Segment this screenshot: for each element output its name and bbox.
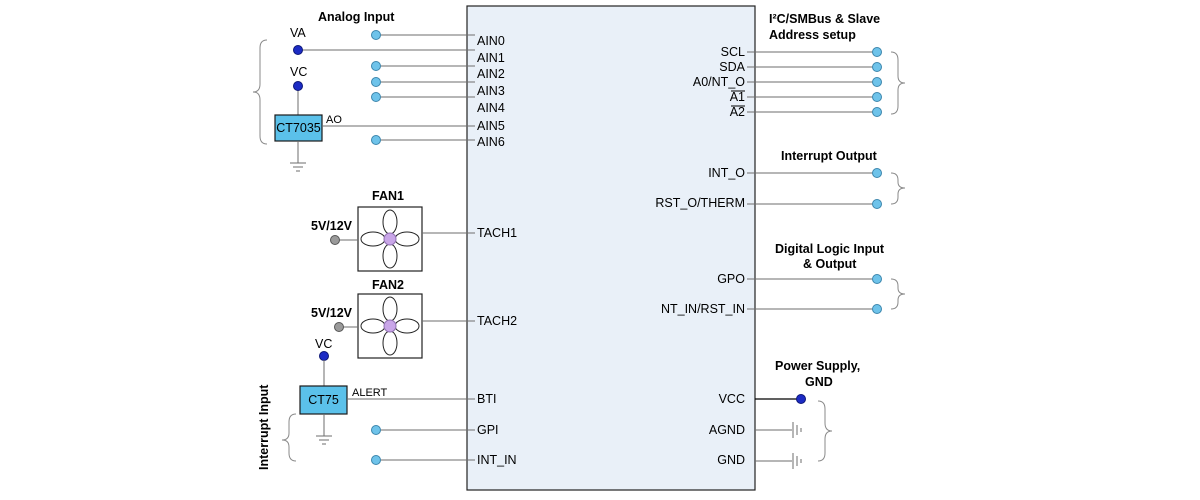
pin-tach1: TACH1	[477, 226, 517, 240]
fan1-icon	[357, 206, 423, 272]
ct75-ground-icon	[316, 435, 332, 445]
i2c-title-line1: I²C/SMBus & Slave	[769, 12, 880, 26]
a0-terminal	[872, 77, 882, 87]
a1-terminal	[872, 92, 882, 102]
vc-top-label: VC	[290, 65, 307, 79]
interrupt-input-brace	[281, 413, 297, 462]
int-in-terminal	[371, 455, 381, 465]
vc-top-terminal	[293, 81, 303, 91]
va-label: VA	[290, 26, 306, 40]
interrupt-output-brace	[890, 172, 906, 205]
sda-terminal	[872, 62, 882, 72]
gpi-terminal	[371, 425, 381, 435]
ao-label: AO	[326, 114, 342, 126]
pin-tach2: TACH2	[477, 314, 517, 328]
a2-terminal	[872, 107, 882, 117]
pin-ain6: AIN6	[477, 135, 505, 149]
fan2-supply-label: 5V/12V	[311, 306, 353, 320]
fan2-supply-terminal	[334, 322, 344, 332]
digital-brace	[890, 278, 906, 310]
nt-in-terminal	[872, 304, 882, 314]
gnd-ground-icon	[792, 453, 802, 469]
fan1-title: FAN1	[372, 189, 404, 203]
pin-agnd: AGND	[709, 423, 745, 437]
pin-int-o: INT_O	[708, 166, 745, 180]
interrupt-input-title: Interrupt Input	[257, 384, 271, 470]
ct7035-chip	[274, 114, 323, 142]
agnd-ground-icon	[792, 422, 802, 438]
pin-rst-o: RST_O/THERM	[655, 196, 745, 210]
interrupt-output-title: Interrupt Output	[781, 149, 878, 163]
ct7035-label: CT7035	[276, 121, 321, 135]
pin-scl: SCL	[721, 45, 745, 59]
pin-gpi: GPI	[477, 423, 499, 437]
ain0-terminal	[371, 30, 381, 40]
pin-ain0: AIN0	[477, 34, 505, 48]
ain3-terminal	[371, 77, 381, 87]
analog-input-brace	[252, 39, 268, 145]
va-terminal	[293, 45, 303, 55]
int-o-terminal	[872, 168, 882, 178]
pin-ain1: AIN1	[477, 51, 505, 65]
rst-o-terminal	[872, 199, 882, 209]
pin-a2: A2	[730, 105, 745, 119]
pin-gpo: GPO	[717, 272, 745, 286]
power-brace	[817, 400, 833, 462]
ain2-terminal	[371, 61, 381, 71]
pin-a0: A0/NT_O	[693, 75, 745, 89]
pin-ain4: AIN4	[477, 101, 505, 115]
ct7035-ground-icon	[290, 162, 306, 172]
ct75-chip	[299, 385, 348, 415]
ain6-terminal	[371, 135, 381, 145]
pin-gnd: GND	[717, 453, 745, 467]
pin-ain3: AIN3	[477, 84, 505, 98]
scl-terminal	[872, 47, 882, 57]
fan1-supply-label: 5V/12V	[311, 219, 353, 233]
analog-input-title: Analog Input	[318, 10, 395, 24]
fan2-title: FAN2	[372, 278, 404, 292]
pin-int-in: INT_IN	[477, 453, 517, 467]
vc-bottom-label: VC	[315, 337, 332, 351]
gpo-terminal	[872, 274, 882, 284]
fan1-supply-terminal	[330, 235, 340, 245]
fan2-icon	[357, 293, 423, 359]
pin-sda: SDA	[719, 60, 745, 74]
i2c-title-line2: Address setup	[769, 28, 856, 42]
main-chip	[466, 5, 756, 491]
power-title-line1: Power Supply,	[775, 359, 860, 373]
ain4-terminal	[371, 92, 381, 102]
digital-title-line1: Digital Logic Input	[775, 242, 885, 256]
alert-label: ALERT	[352, 387, 388, 399]
pin-bti: BTI	[477, 392, 496, 406]
vc-bottom-terminal	[319, 351, 329, 361]
pin-ain2: AIN2	[477, 67, 505, 81]
i2c-brace	[890, 51, 906, 115]
pin-ain5: AIN5	[477, 119, 505, 133]
vcc-terminal	[796, 394, 806, 404]
pin-vcc: VCC	[719, 392, 745, 406]
power-title-line2: GND	[805, 375, 833, 389]
digital-title-line2: & Output	[803, 257, 857, 271]
ct75-label: CT75	[308, 393, 339, 407]
pin-a1: A1	[730, 90, 745, 104]
pin-nt-in: NT_IN/RST_IN	[661, 302, 745, 316]
